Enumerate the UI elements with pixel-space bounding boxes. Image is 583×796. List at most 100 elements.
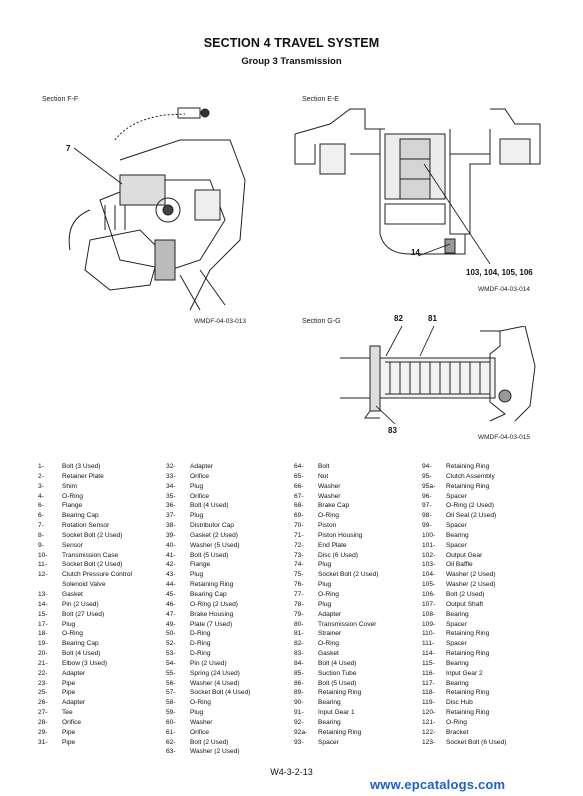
callout-83: 83: [388, 426, 397, 435]
part-description: Bearing Cap: [62, 640, 99, 648]
part-entry: 92-Bearing: [294, 718, 378, 728]
part-description: Suction Tube: [318, 669, 357, 677]
part-entry: 12-Clutch Pressure Control: [38, 570, 132, 580]
part-number: 8-: [38, 531, 44, 539]
part-entry: 120-Retaining Ring: [422, 708, 506, 718]
part-description: O-Ring: [446, 718, 467, 726]
part-description: Retaining Ring: [190, 581, 234, 589]
part-entry: 115-Bearing: [422, 659, 506, 669]
part-number: 100-: [422, 531, 436, 539]
part-number: 71-: [294, 531, 304, 539]
part-number: 91-: [294, 709, 304, 717]
part-number: 69-: [294, 512, 304, 520]
section-ff-label: Section F-F: [42, 96, 79, 103]
part-entry: 41-Bolt (5 Used): [166, 551, 250, 561]
part-entry: 47-Brake Housing: [166, 610, 250, 620]
part-number: 99-: [422, 522, 432, 530]
part-entry: 96-Spacer: [422, 492, 506, 502]
part-description: Spacer: [446, 492, 467, 500]
part-description: Pin (2 Used): [62, 600, 99, 608]
part-description: Clutch Pressure Control: [62, 571, 132, 579]
part-entry: 89-Retaining Ring: [294, 688, 378, 698]
part-number: 58-: [166, 699, 176, 707]
part-number: 50-: [166, 630, 176, 638]
part-number: 121-: [422, 718, 436, 726]
part-entry: 18-O-Ring: [38, 629, 132, 639]
part-description: Washer (5 Used): [190, 541, 240, 549]
part-description: Tee: [62, 709, 73, 717]
callout-103-106: 103, 104, 105, 106: [466, 268, 533, 277]
part-number: 18-: [38, 630, 48, 638]
part-description: Piston: [318, 522, 337, 530]
part-description: Spacer: [318, 738, 339, 746]
part-description: Orifice: [190, 728, 210, 736]
part-description: Socket Bolt (2 Used): [62, 531, 123, 539]
part-entry: 11-Socket Bolt (2 Used): [38, 560, 132, 570]
part-number: 95a-: [422, 482, 436, 490]
part-entry: 105-Washer (2 Used): [422, 580, 506, 590]
callout-14: 14: [411, 248, 420, 257]
part-description: Bolt (2 Used): [190, 738, 229, 746]
part-entry: 3-Shim: [38, 482, 132, 492]
part-entry: 52-D-Ring: [166, 639, 250, 649]
part-entry: 69- O-Ring: [294, 511, 378, 521]
part-entry: 45-Bearing Cap: [166, 590, 250, 600]
part-entry: 6-Bearing Cap: [38, 511, 132, 521]
part-description: Plug: [318, 561, 332, 569]
part-entry: 10-Transmission Case: [38, 551, 132, 561]
part-description: Piston Housing: [318, 531, 363, 539]
part-description: Nut: [318, 472, 329, 480]
part-entry: 53-D-Ring: [166, 649, 250, 659]
part-number: 68-: [294, 502, 304, 510]
part-entry: 40- Washer (5 Used): [166, 541, 250, 551]
section-gg-drawing: [340, 326, 536, 425]
part-description: O-Ring: [318, 512, 339, 520]
part-number: 70-: [294, 522, 304, 530]
part-number: 57-: [166, 689, 176, 697]
part-entry: 99-Spacer: [422, 521, 506, 531]
part-number: 76-: [294, 581, 304, 589]
part-number: 55-: [166, 669, 176, 677]
part-description: Orifice: [62, 718, 82, 726]
part-description: O-Ring (2 Used): [446, 502, 495, 510]
part-entry: 101-Spacer: [422, 541, 506, 551]
part-description: Sensor: [62, 541, 83, 549]
part-number: 49-: [166, 620, 176, 628]
part-description: D-Ring: [190, 630, 211, 638]
part-description: Bearing: [446, 659, 469, 667]
part-entry: 7-Rotation Sensor: [38, 521, 132, 531]
part-description: Bracket: [446, 728, 469, 736]
part-description: Washer (2 Used): [190, 748, 240, 756]
part-description: Brake Housing: [190, 610, 234, 618]
part-entry: 104-Washer (2 Used): [422, 570, 506, 580]
part-entry: 21-Elbow (3 Used): [38, 659, 132, 669]
part-entry: 67-Washer: [294, 492, 378, 502]
part-description: Solenoid Valve: [62, 581, 106, 589]
part-description: Disc (6 Used): [318, 551, 358, 559]
part-number: 74-: [294, 561, 304, 569]
part-description: O-Ring: [318, 640, 339, 648]
callout-82: 82: [394, 314, 403, 323]
part-description: Bolt (4 Used): [62, 650, 101, 658]
part-number: 108-: [422, 610, 436, 618]
part-description: Bolt (5 Used): [190, 551, 229, 559]
part-description: Flange: [190, 561, 211, 569]
part-description: Transmission Case: [62, 551, 119, 559]
part-entry: 33-Orifice: [166, 472, 250, 482]
part-entry: 39-Gasket (2 Used): [166, 531, 250, 541]
part-number: 3-: [38, 482, 44, 490]
part-number: 40-: [166, 541, 176, 549]
part-entry: 108-Bearing: [422, 610, 506, 620]
part-number: 44-: [166, 581, 176, 589]
part-description: Bearing Cap: [190, 590, 227, 598]
part-description: Transmission Cover: [318, 620, 377, 628]
part-entry: 14-Pin (2 Used): [38, 600, 132, 610]
part-number: 123-: [422, 738, 436, 746]
part-description: Washer (4 Used): [190, 679, 240, 687]
part-entry: 95-Clutch Assembly: [422, 472, 506, 482]
part-number: 73-: [294, 551, 304, 559]
part-entry: 98-Oil Seal (2 Used): [422, 511, 506, 521]
part-number: 92a-: [294, 728, 308, 736]
part-description: Input Gear 2: [446, 669, 483, 677]
